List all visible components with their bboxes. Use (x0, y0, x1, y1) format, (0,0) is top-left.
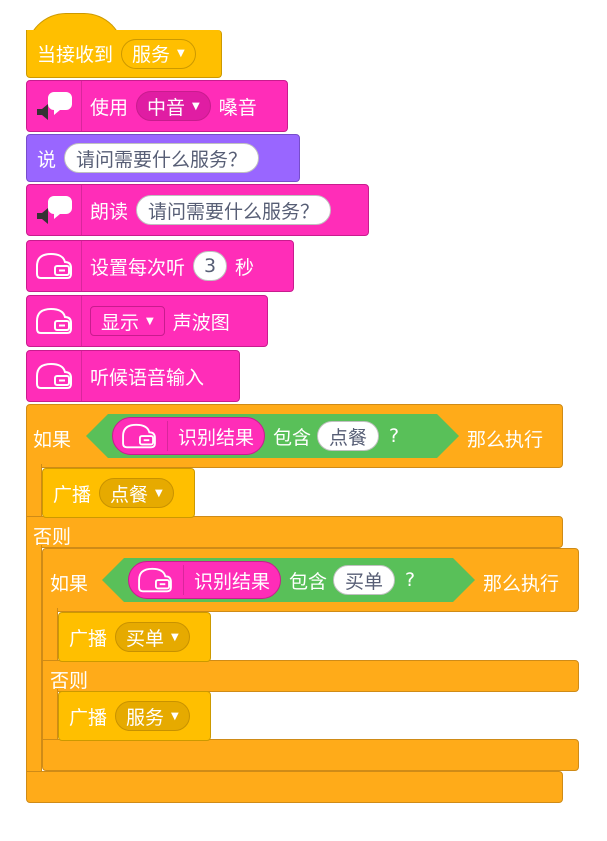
broadcast-message-value: 点餐 (110, 483, 149, 506)
if-else-1-left-rail-2 (26, 545, 42, 775)
speak-text-input[interactable]: 请问需要什么服务？ (136, 195, 332, 225)
contains-operator-2[interactable]: 识别结果 包含 买单 ? (102, 558, 475, 602)
recognition-result-label: 识别结果 (194, 570, 271, 593)
contains-label: 包含 (273, 426, 312, 449)
then-label: 那么执行 (483, 573, 560, 595)
recognition-result-label: 识别结果 (178, 426, 255, 449)
say-block[interactable]: 说 请问需要什么服务？ (26, 134, 300, 182)
when-receive-block[interactable]: 当接收到 服务 ▼ (26, 30, 222, 78)
voice-dropdown[interactable]: 中音 ▼ (136, 91, 211, 121)
broadcast-label: 广播 (53, 483, 92, 506)
listen-voice-label: 听候语音输入 (90, 366, 205, 389)
voice-value: 中音 (147, 96, 186, 119)
if-else-2-left-rail-2 (42, 689, 58, 743)
if-label: 如果 (50, 573, 89, 595)
set-voice-block[interactable]: 使用 中音 ▼ 嗓音 (26, 80, 288, 132)
speaker-bubble-icon (27, 185, 82, 235)
speak-block[interactable]: 朗读 请问需要什么服务？ (26, 184, 369, 236)
if-else-1-left-rail (26, 464, 42, 520)
waveform-label: 声波图 (172, 311, 230, 334)
else-label: 否则 (33, 526, 72, 548)
broadcast-message-dropdown[interactable]: 点餐 ▼ (99, 478, 174, 508)
chevron-down-icon: ▼ (192, 100, 200, 112)
message-dropdown[interactable]: 服务 ▼ (121, 38, 196, 69)
if-label: 如果 (33, 429, 72, 451)
chevron-down-icon: ▼ (155, 487, 163, 499)
speak-label: 朗读 (90, 200, 129, 223)
if-else-1-else-bar (26, 516, 563, 548)
broadcast-message-dropdown[interactable]: 买单 ▼ (115, 622, 190, 652)
contains-operator-1[interactable]: 识别结果 包含 点餐 ? (86, 414, 459, 458)
show-hide-dropdown[interactable]: 显示 ▼ (90, 306, 165, 336)
question-mark: ? (389, 425, 400, 447)
speaker-bubble-icon (27, 81, 82, 131)
use-label: 使用 (90, 96, 129, 119)
set-listen-label: 设置每次听 (90, 256, 186, 279)
recognition-result-reporter-1[interactable]: 识别结果 (112, 417, 265, 455)
keyword-input-1[interactable]: 点餐 (317, 421, 379, 451)
show-waveform-block[interactable]: 显示 ▼ 声波图 (26, 295, 268, 347)
broadcast-message-value: 买单 (126, 627, 165, 650)
say-label: 说 (37, 148, 57, 171)
listen-voice-input-block[interactable]: 听候语音输入 (26, 350, 240, 402)
question-mark: ? (405, 569, 416, 591)
contains-label: 包含 (289, 570, 328, 593)
message-value: 服务 (132, 44, 171, 66)
if-else-2-left-rail (42, 608, 58, 664)
when-receive-label: 当接收到 (37, 44, 114, 66)
voice-recognition-icon (27, 351, 82, 401)
voice-recognition-icon (119, 421, 168, 451)
show-option-value: 显示 (101, 311, 140, 334)
listen-seconds-input[interactable]: 3 (193, 251, 228, 281)
chevron-down-icon: ▼ (171, 631, 179, 643)
chevron-down-icon: ▼ (177, 48, 185, 59)
voice-recognition-icon (27, 296, 82, 346)
seconds-label: 秒 (235, 256, 255, 279)
keyword-input-2[interactable]: 买单 (333, 565, 395, 595)
chevron-down-icon: ▼ (171, 710, 179, 722)
broadcast-message-value: 服务 (126, 706, 165, 729)
if-else-2-else-bar (42, 660, 579, 692)
broadcast-block-1[interactable]: 广播 点餐 ▼ (42, 468, 195, 518)
if-else-1-bottom-bar (26, 771, 563, 803)
recognition-result-reporter-2[interactable]: 识别结果 (128, 561, 281, 599)
chevron-down-icon: ▼ (146, 315, 154, 327)
say-text-input[interactable]: 请问需要什么服务？ (64, 143, 260, 173)
broadcast-block-3[interactable]: 广播 服务 ▼ (58, 691, 211, 741)
set-listen-duration-block[interactable]: 设置每次听 3 秒 (26, 240, 294, 292)
if-else-2-bottom-bar (42, 739, 579, 771)
broadcast-block-2[interactable]: 广播 买单 ▼ (58, 612, 211, 662)
then-label: 那么执行 (467, 429, 544, 451)
voice-recognition-icon (135, 565, 184, 595)
else-label: 否则 (50, 670, 89, 692)
broadcast-label: 广播 (69, 706, 108, 729)
broadcast-message-dropdown[interactable]: 服务 ▼ (115, 701, 190, 731)
broadcast-label: 广播 (69, 627, 108, 650)
voice-recognition-icon (27, 241, 82, 291)
voice-label: 嗓音 (218, 96, 257, 119)
